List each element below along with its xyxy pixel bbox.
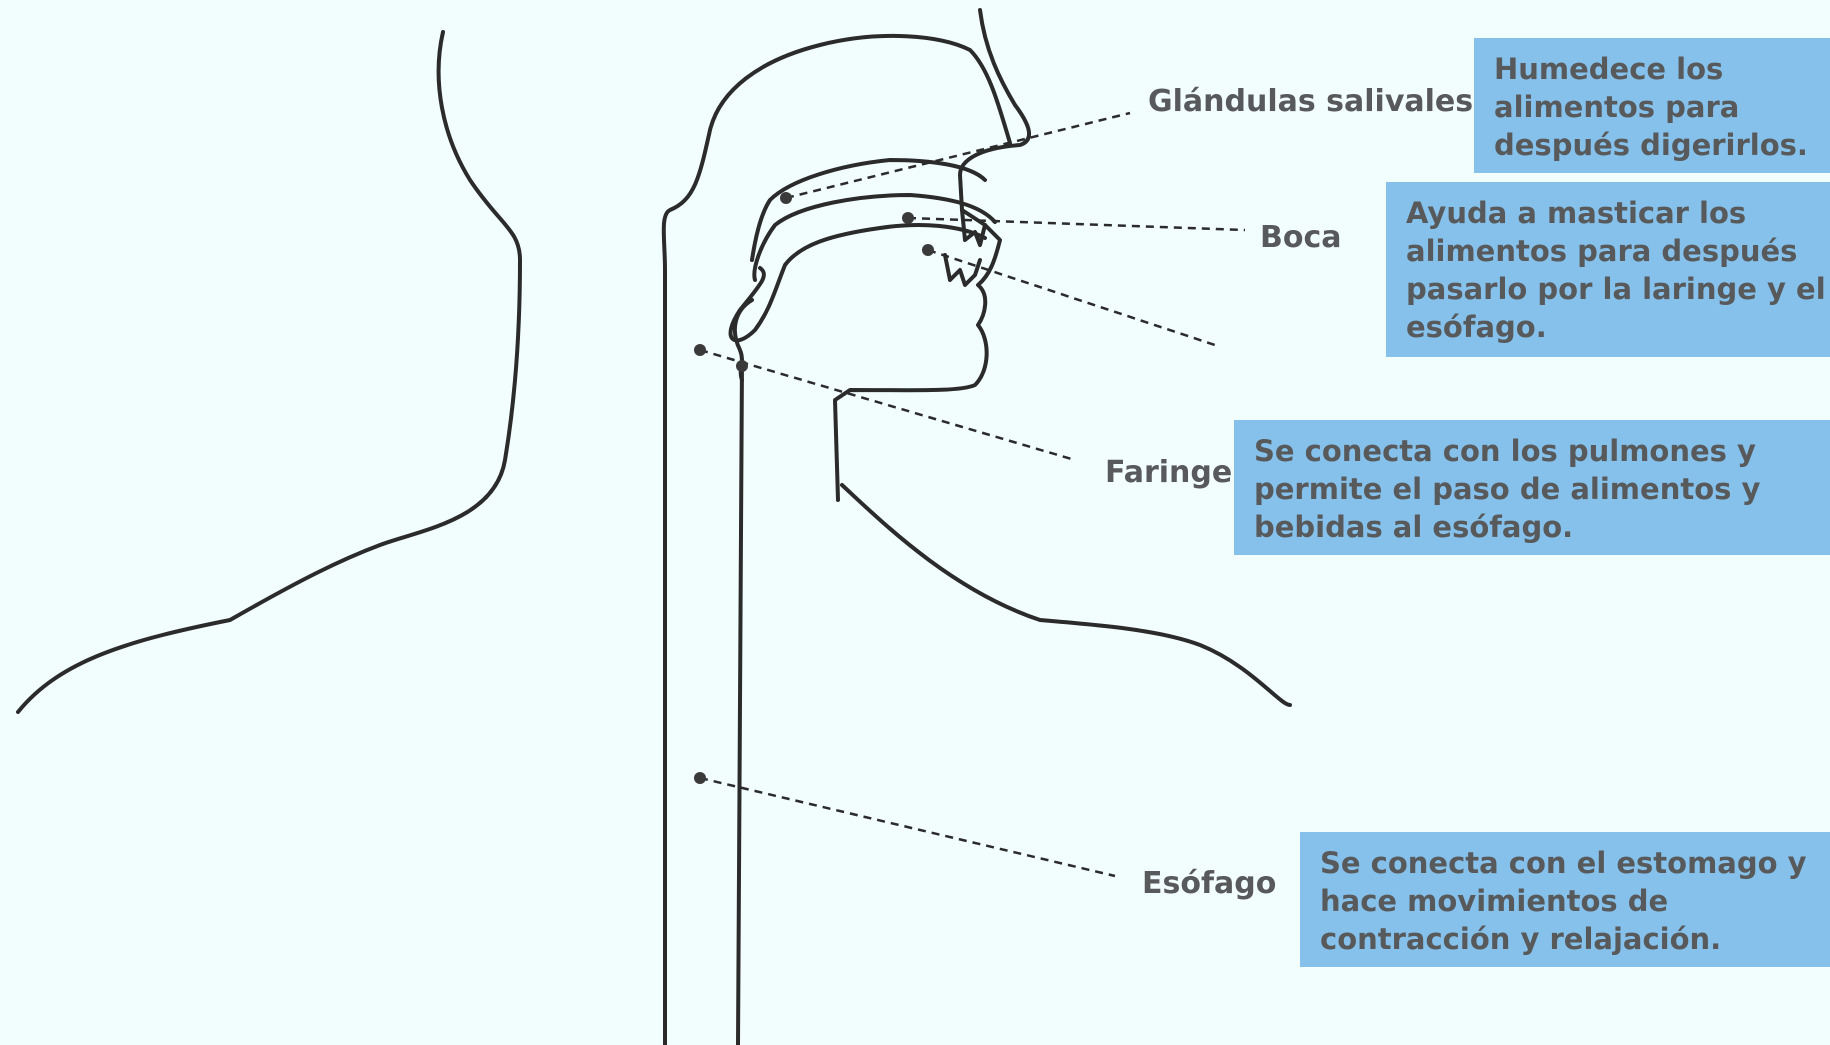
box-glandulas-line: Humedece los bbox=[1494, 50, 1810, 88]
tongue-outline bbox=[731, 225, 985, 340]
dot-boca-upper bbox=[902, 212, 914, 224]
box-boca-line: esófago. bbox=[1406, 308, 1810, 346]
box-glandulas: Humedece los alimentos para después dige… bbox=[1474, 38, 1830, 173]
box-faringe-line: Se conecta con los pulmones y bbox=[1254, 432, 1810, 470]
box-esofago-line: hace movimientos de bbox=[1320, 882, 1810, 920]
box-esofago: Se conecta con el estomago y hace movimi… bbox=[1300, 832, 1830, 967]
esophagus-front-line bbox=[738, 360, 742, 1045]
dot-faringe bbox=[694, 344, 706, 356]
lower-teeth bbox=[945, 255, 980, 285]
nasal-cavity-outline bbox=[664, 36, 1010, 1045]
dot-glandulas bbox=[780, 192, 792, 204]
box-faringe-line: permite el paso de alimentos y bbox=[1254, 470, 1810, 508]
box-faringe: Se conecta con los pulmones y permite el… bbox=[1234, 420, 1830, 555]
left-neck-shoulder-outline bbox=[18, 32, 520, 712]
box-boca-line: Ayuda a masticar los bbox=[1406, 194, 1810, 232]
box-esofago-line: contracción y relajación. bbox=[1320, 920, 1810, 958]
box-esofago-line: Se conecta con el estomago y bbox=[1320, 844, 1810, 882]
box-glandulas-line: alimentos para bbox=[1494, 88, 1810, 126]
box-boca-line: pasarlo por la laringe y el bbox=[1406, 270, 1810, 308]
label-glandulas-salivales: Glándulas salivales bbox=[1148, 84, 1473, 120]
label-esofago: Esófago bbox=[1142, 866, 1276, 902]
box-boca: Ayuda a masticar los alimentos para desp… bbox=[1386, 182, 1830, 357]
box-boca-line: alimentos para después bbox=[1406, 232, 1810, 270]
right-shoulder-outline bbox=[842, 485, 1290, 705]
leader-boca-lower bbox=[928, 250, 1215, 345]
leader-glandulas bbox=[786, 113, 1130, 198]
label-boca: Boca bbox=[1260, 220, 1342, 256]
dot-faringe-2 bbox=[736, 360, 748, 372]
box-glandulas-line: después digerirlos. bbox=[1494, 126, 1810, 164]
label-faringe: Faringe bbox=[1105, 455, 1232, 491]
palate-inner bbox=[754, 195, 995, 280]
leader-esofago bbox=[700, 778, 1115, 876]
dot-boca-lower bbox=[922, 244, 934, 256]
dot-esofago bbox=[694, 772, 706, 784]
palate-outline bbox=[752, 160, 985, 260]
head-outline bbox=[960, 10, 1029, 225]
leader-faringe bbox=[700, 350, 1075, 460]
box-faringe-line: bebidas al esófago. bbox=[1254, 508, 1810, 546]
